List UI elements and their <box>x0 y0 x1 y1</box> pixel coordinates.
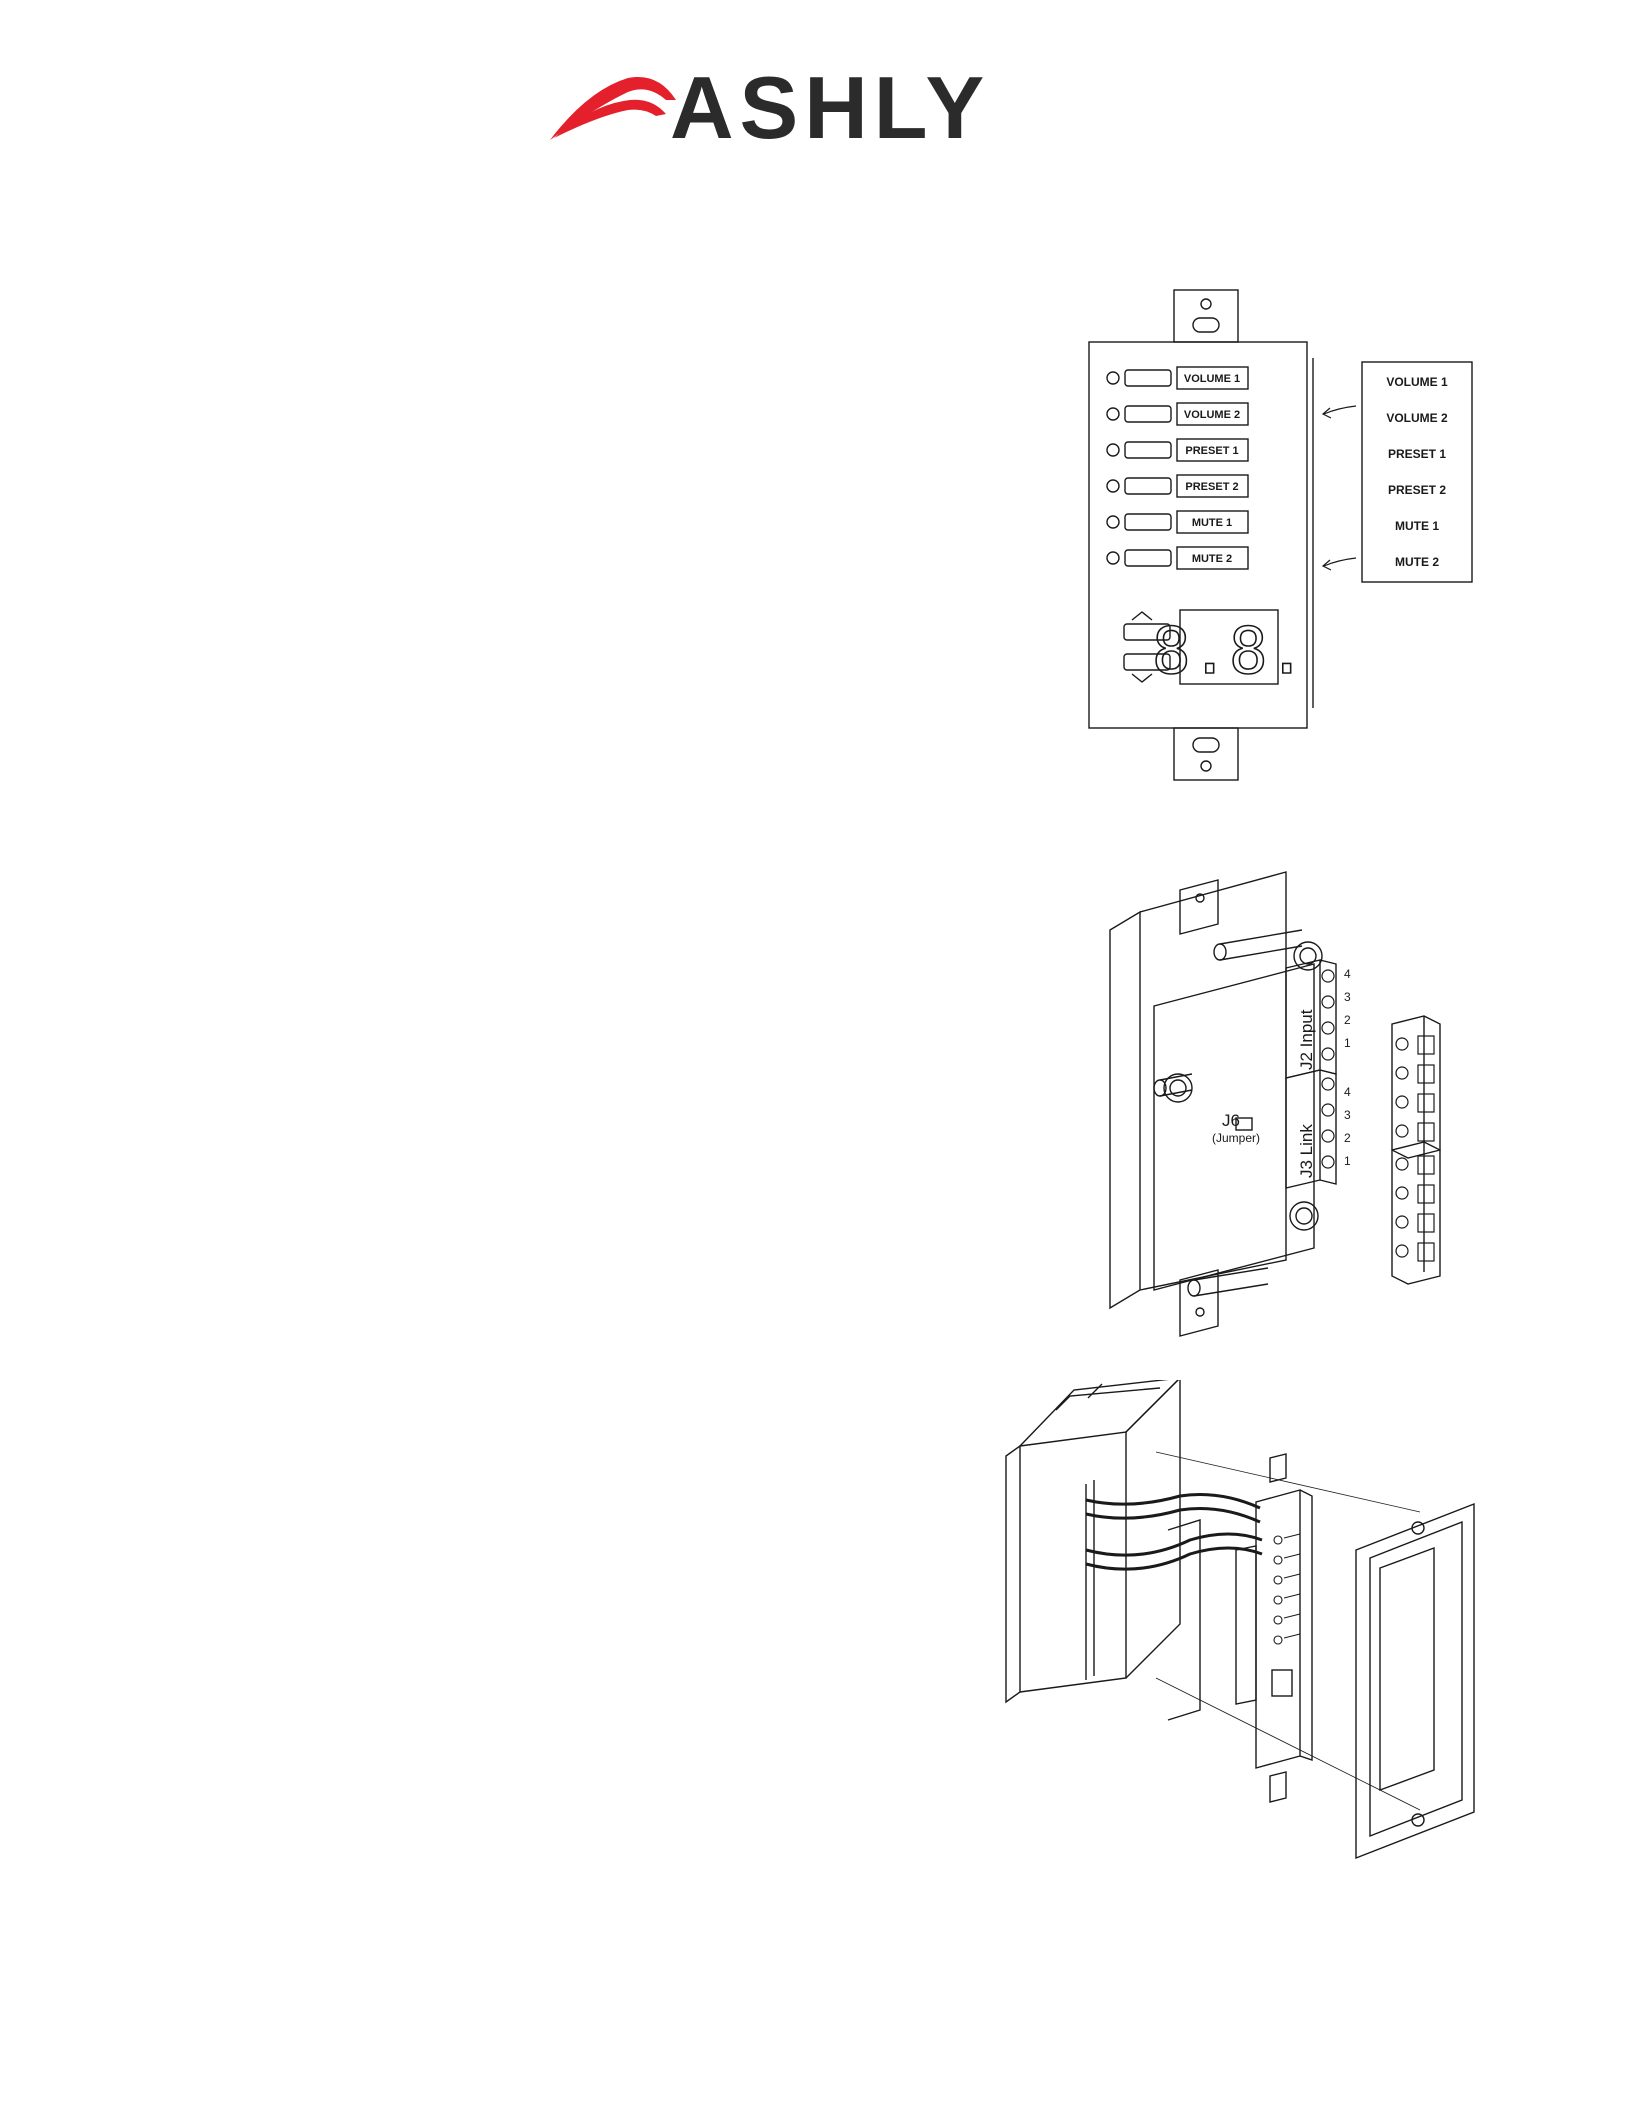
panel-button[interactable] <box>1125 478 1171 494</box>
led-indicator <box>1274 1556 1282 1564</box>
screw-terminal-icon <box>1322 1022 1334 1034</box>
j2-pin-number: 2 <box>1344 1013 1351 1027</box>
screw-terminal-icon <box>1396 1216 1408 1228</box>
led-indicator <box>1107 444 1119 456</box>
panel-button[interactable] <box>1125 514 1171 530</box>
j6-label: J6 <box>1222 1111 1240 1130</box>
panel-button[interactable] <box>1125 442 1171 458</box>
led-indicator <box>1107 480 1119 492</box>
plug-socket <box>1418 1123 1434 1141</box>
j3-pin-number: 2 <box>1344 1131 1351 1145</box>
j2-pin-number: 1 <box>1344 1036 1351 1050</box>
screw-terminal-icon <box>1322 1104 1334 1116</box>
screw-terminal-icon <box>1322 1156 1334 1168</box>
button-label: MUTE 1 <box>1192 517 1232 529</box>
screw-terminal-icon <box>1396 1096 1408 1108</box>
key-label: VOLUME 2 <box>1386 411 1448 425</box>
led-indicator <box>1274 1616 1282 1624</box>
panel-button <box>1284 1634 1300 1638</box>
panel-button[interactable] <box>1125 370 1171 386</box>
screw-terminal-icon <box>1396 1245 1408 1257</box>
panel-button[interactable] <box>1125 550 1171 566</box>
j3-link-label: J3 Link <box>1297 1124 1316 1178</box>
j3-pin-number: 1 <box>1344 1154 1351 1168</box>
panel-button <box>1284 1534 1300 1538</box>
plug-socket <box>1418 1094 1434 1112</box>
screw-terminal-icon <box>1322 1048 1334 1060</box>
panel-button <box>1284 1574 1300 1578</box>
led-indicator <box>1107 552 1119 564</box>
button-label: PRESET 1 <box>1185 445 1238 457</box>
screw-terminal-icon <box>1322 996 1334 1008</box>
screw-terminal-icon <box>1396 1038 1408 1050</box>
front-panel-diagram: VOLUME 1 VOLUME 2 PRESET 1 PRESET 2 MUTE 1 MU… <box>1080 288 1480 788</box>
led-indicator <box>1274 1536 1282 1544</box>
plug-socket <box>1418 1065 1434 1083</box>
pcb-diagram: J2 Input J3 Link 4 3 2 1 4 3 2 1 J6 (Jumper) <box>1100 860 1500 1350</box>
led-indicator <box>1274 1596 1282 1604</box>
plug-socket <box>1418 1214 1434 1232</box>
jumper-label: (Jumper) <box>1212 1131 1260 1145</box>
plug-socket <box>1418 1156 1434 1174</box>
button-label: VOLUME 2 <box>1184 409 1240 421</box>
led-indicator <box>1107 408 1119 420</box>
screw-terminal-icon <box>1396 1158 1408 1170</box>
screw-terminal-icon <box>1322 1130 1334 1142</box>
wall-box-assembly-diagram <box>1000 1380 1500 1880</box>
button-rows: VOLUME 1 VOLUME 2 PRESET 1 PRESET 2 MUTE 1 MU… <box>1107 367 1248 569</box>
key-label: PRESET 2 <box>1388 483 1446 497</box>
panel-button <box>1284 1594 1300 1598</box>
ashly-logo: ASHLY <box>548 70 1088 150</box>
led-indicator <box>1107 516 1119 528</box>
panel-button <box>1284 1614 1300 1618</box>
panel-button <box>1284 1554 1300 1558</box>
screw-terminal-icon <box>1322 1078 1334 1090</box>
screw-terminal-icon <box>1396 1125 1408 1137</box>
j2-pin-number: 4 <box>1344 967 1351 981</box>
screw-terminal-icon <box>1322 970 1334 982</box>
seven-segment-display: 8.8. <box>1152 615 1306 689</box>
led-indicator <box>1107 372 1119 384</box>
plug-socket <box>1418 1243 1434 1261</box>
swoosh-icon <box>548 70 678 150</box>
led-indicator <box>1274 1576 1282 1584</box>
j2-pin-number: 3 <box>1344 990 1351 1004</box>
j3-pin-number: 3 <box>1344 1108 1351 1122</box>
led-indicator <box>1274 1636 1282 1644</box>
button-label: VOLUME 1 <box>1184 373 1240 385</box>
panel-button[interactable] <box>1125 406 1171 422</box>
key-label: MUTE 2 <box>1395 555 1439 569</box>
plug-socket <box>1418 1036 1434 1054</box>
screw-terminal-icon <box>1396 1187 1408 1199</box>
j2-input-label: J2 Input <box>1297 1009 1316 1070</box>
key-list: VOLUME 1 VOLUME 2 PRESET 1 PRESET 2 MUTE 1 MU… <box>1386 375 1448 569</box>
button-label: PRESET 2 <box>1185 481 1238 493</box>
key-label: PRESET 1 <box>1388 447 1446 461</box>
button-label: MUTE 2 <box>1192 553 1232 565</box>
screw-terminal-icon <box>1396 1067 1408 1079</box>
logo-text: ASHLY <box>670 64 990 152</box>
key-label: VOLUME 1 <box>1386 375 1448 389</box>
key-label: MUTE 1 <box>1395 519 1439 533</box>
plug-socket <box>1418 1185 1434 1203</box>
j3-pin-number: 4 <box>1344 1085 1351 1099</box>
